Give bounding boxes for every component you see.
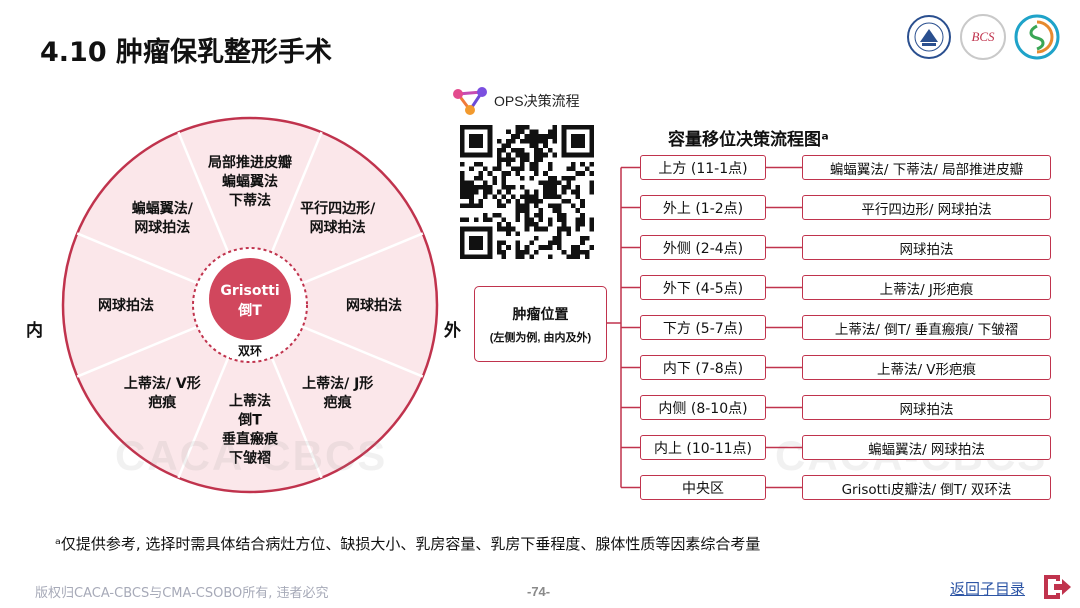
- qr-title-row: OPS决策流程: [452, 86, 580, 116]
- wheel-segment-line: 上蒂法/ J形: [302, 375, 373, 392]
- flow-title: 容量移位决策流程图ᵃ: [668, 130, 829, 150]
- wheel-segment-line: 上蒂法/ V形: [124, 375, 201, 392]
- wheel-segment-line: 下蒂法: [229, 192, 271, 209]
- flow-method-box: 上蒂法/ J形疤痕: [802, 275, 1051, 300]
- wheel-segment-line: 上蒂法: [229, 393, 271, 410]
- qr-code[interactable]: [459, 125, 595, 259]
- inner-side-label: 内: [26, 321, 43, 341]
- wheel-segment-line: 倒T: [237, 412, 262, 429]
- wheel-segment-1: 平行四边形/网球拍法: [300, 200, 376, 236]
- wheel-divider-line: [302, 232, 424, 285]
- flow-position-box: 内上 (10-11点): [640, 435, 766, 460]
- flow-position-box: 内下 (7-8点): [640, 355, 766, 380]
- flow-position-box: 外侧 (2-4点): [640, 235, 766, 260]
- wheel-segment-line: 垂直瘢痕: [222, 431, 279, 448]
- wheel-segment-line: 疤痕: [148, 394, 177, 411]
- flow-method-box: 网球拍法: [802, 235, 1051, 260]
- wheel-segment-line: 网球拍法: [310, 219, 366, 236]
- wheel-segment-line: 蝙蝠翼法: [222, 173, 278, 190]
- csobo-logo-icon: [1014, 14, 1060, 60]
- flow-position-box: 外下 (4-5点): [640, 275, 766, 300]
- wheel-divider-line: [177, 357, 230, 479]
- bcs-logo-text: BCS: [971, 29, 995, 44]
- university-logo-icon: [907, 15, 951, 59]
- qr-title: OPS决策流程: [494, 93, 580, 109]
- wheel-segment-line: 网球拍法: [98, 297, 154, 314]
- copyright-text: 版权归CACA-CBCS与CMA-CSOBO所有, 违者必究: [35, 586, 329, 601]
- wheel-segment-line: 蝙蝠翼法/: [132, 200, 194, 217]
- ops-logo-icon: [453, 87, 487, 115]
- flow-method-box: 网球拍法: [802, 395, 1051, 420]
- footnote: ᵃ仅提供参考, 选择时需具体结合病灶方位、缺损大小、乳房容量、乳房下垂程度、腺体…: [55, 535, 761, 553]
- flow-method-box: 平行四边形/ 网球拍法: [802, 195, 1051, 220]
- flow-method-box: 蝙蝠翼法/ 下蒂法/ 局部推进皮瓣: [802, 155, 1051, 180]
- tumor-position-box: 肿瘤位置 (左侧为例, 由内及外): [474, 286, 607, 362]
- wheel-divider-line: [177, 131, 230, 253]
- wheel-segment-6: 网球拍法: [98, 297, 154, 314]
- wheel-divider-line: [76, 325, 198, 378]
- tumor-position-label: 肿瘤位置: [512, 305, 569, 322]
- wheel-segment-5: 上蒂法/ V形疤痕: [124, 375, 201, 411]
- bcs-logo-icon: BCS: [960, 14, 1006, 60]
- flow-position-box: 中央区: [640, 475, 766, 500]
- ring-label-bg: [230, 342, 270, 358]
- flow-position-box: 上方 (11-1点): [640, 155, 766, 180]
- wheel-divider-line: [270, 357, 323, 479]
- wheel-segment-line: 网球拍法: [134, 219, 190, 236]
- wheel-segment-7: 蝙蝠翼法/网球拍法: [132, 200, 194, 236]
- flow-method-box: 上蒂法/ 倒T/ 垂直瘢痕/ 下皱褶: [802, 315, 1051, 340]
- surgery-wheel-diagram: 局部推进皮瓣蝙蝠翼法下蒂法平行四边形/网球拍法网球拍法上蒂法/ J形疤痕上蒂法倒…: [61, 116, 439, 494]
- page-number: -74-: [527, 584, 551, 599]
- wheel-segment-lines: [76, 131, 424, 479]
- wheel-segment-2: 网球拍法: [346, 297, 402, 314]
- back-to-subdirectory-link[interactable]: 返回子目录: [950, 580, 1026, 598]
- wheel-center-circle: [209, 258, 291, 340]
- outer-side-label: 外: [444, 321, 461, 341]
- wheel-segment-line: 平行四边形/: [300, 200, 376, 217]
- tumor-position-note: (左侧为例, 由内及外): [489, 331, 592, 344]
- exit-arrow-icon[interactable]: [1040, 572, 1074, 602]
- watermark-left: CACA-CBCS: [115, 432, 388, 479]
- flow-position-box: 外上 (1-2点): [640, 195, 766, 220]
- wheel-center-label-1: Grisotti: [220, 283, 279, 299]
- page-title: 4.10 肿瘤保乳整形手术: [40, 37, 333, 68]
- wheel-ring-label: 双环: [238, 344, 262, 358]
- wheel-divider-line: [302, 325, 424, 378]
- flow-position-box: 下方 (5-7点): [640, 315, 766, 340]
- flow-method-box: 上蒂法/ V形疤痕: [802, 355, 1051, 380]
- wheel-divider-line: [270, 131, 323, 253]
- wheel-segment-line: 疤痕: [324, 394, 353, 411]
- wheel-center-label-2: 倒T: [237, 302, 262, 319]
- flow-method-box: 蝙蝠翼法/ 网球拍法: [802, 435, 1051, 460]
- wheel-divider-line: [76, 232, 198, 285]
- wheel-segment-3: 上蒂法/ J形疤痕: [302, 375, 373, 411]
- wheel-segment-labels: 局部推进皮瓣蝙蝠翼法下蒂法平行四边形/网球拍法网球拍法上蒂法/ J形疤痕上蒂法倒…: [98, 154, 402, 467]
- wheel-segment-line: 下皱褶: [229, 450, 271, 467]
- wheel-segment-line: 局部推进皮瓣: [208, 154, 292, 171]
- flow-position-box: 内侧 (8-10点): [640, 395, 766, 420]
- logo-group: BCS: [906, 14, 1060, 60]
- flow-method-box: Grisotti皮瓣法/ 倒T/ 双环法: [802, 475, 1051, 500]
- wheel-segment-line: 网球拍法: [346, 297, 402, 314]
